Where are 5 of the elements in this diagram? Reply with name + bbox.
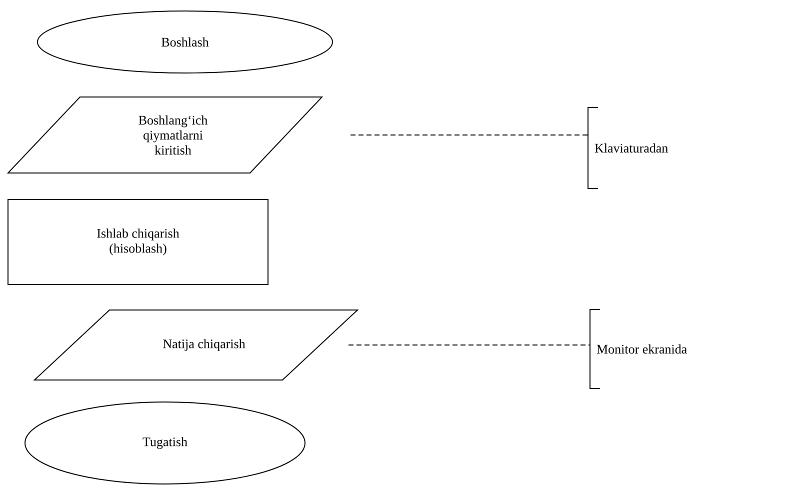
dashed-line [350,134,588,136]
dashed-line [348,344,590,346]
process-box: Ishlab chiqarish (hisoblash) [8,199,268,285]
annotation-bracket: Monitor ekranida [590,309,687,389]
annotation-bracket: Klaviaturadan [588,107,668,189]
